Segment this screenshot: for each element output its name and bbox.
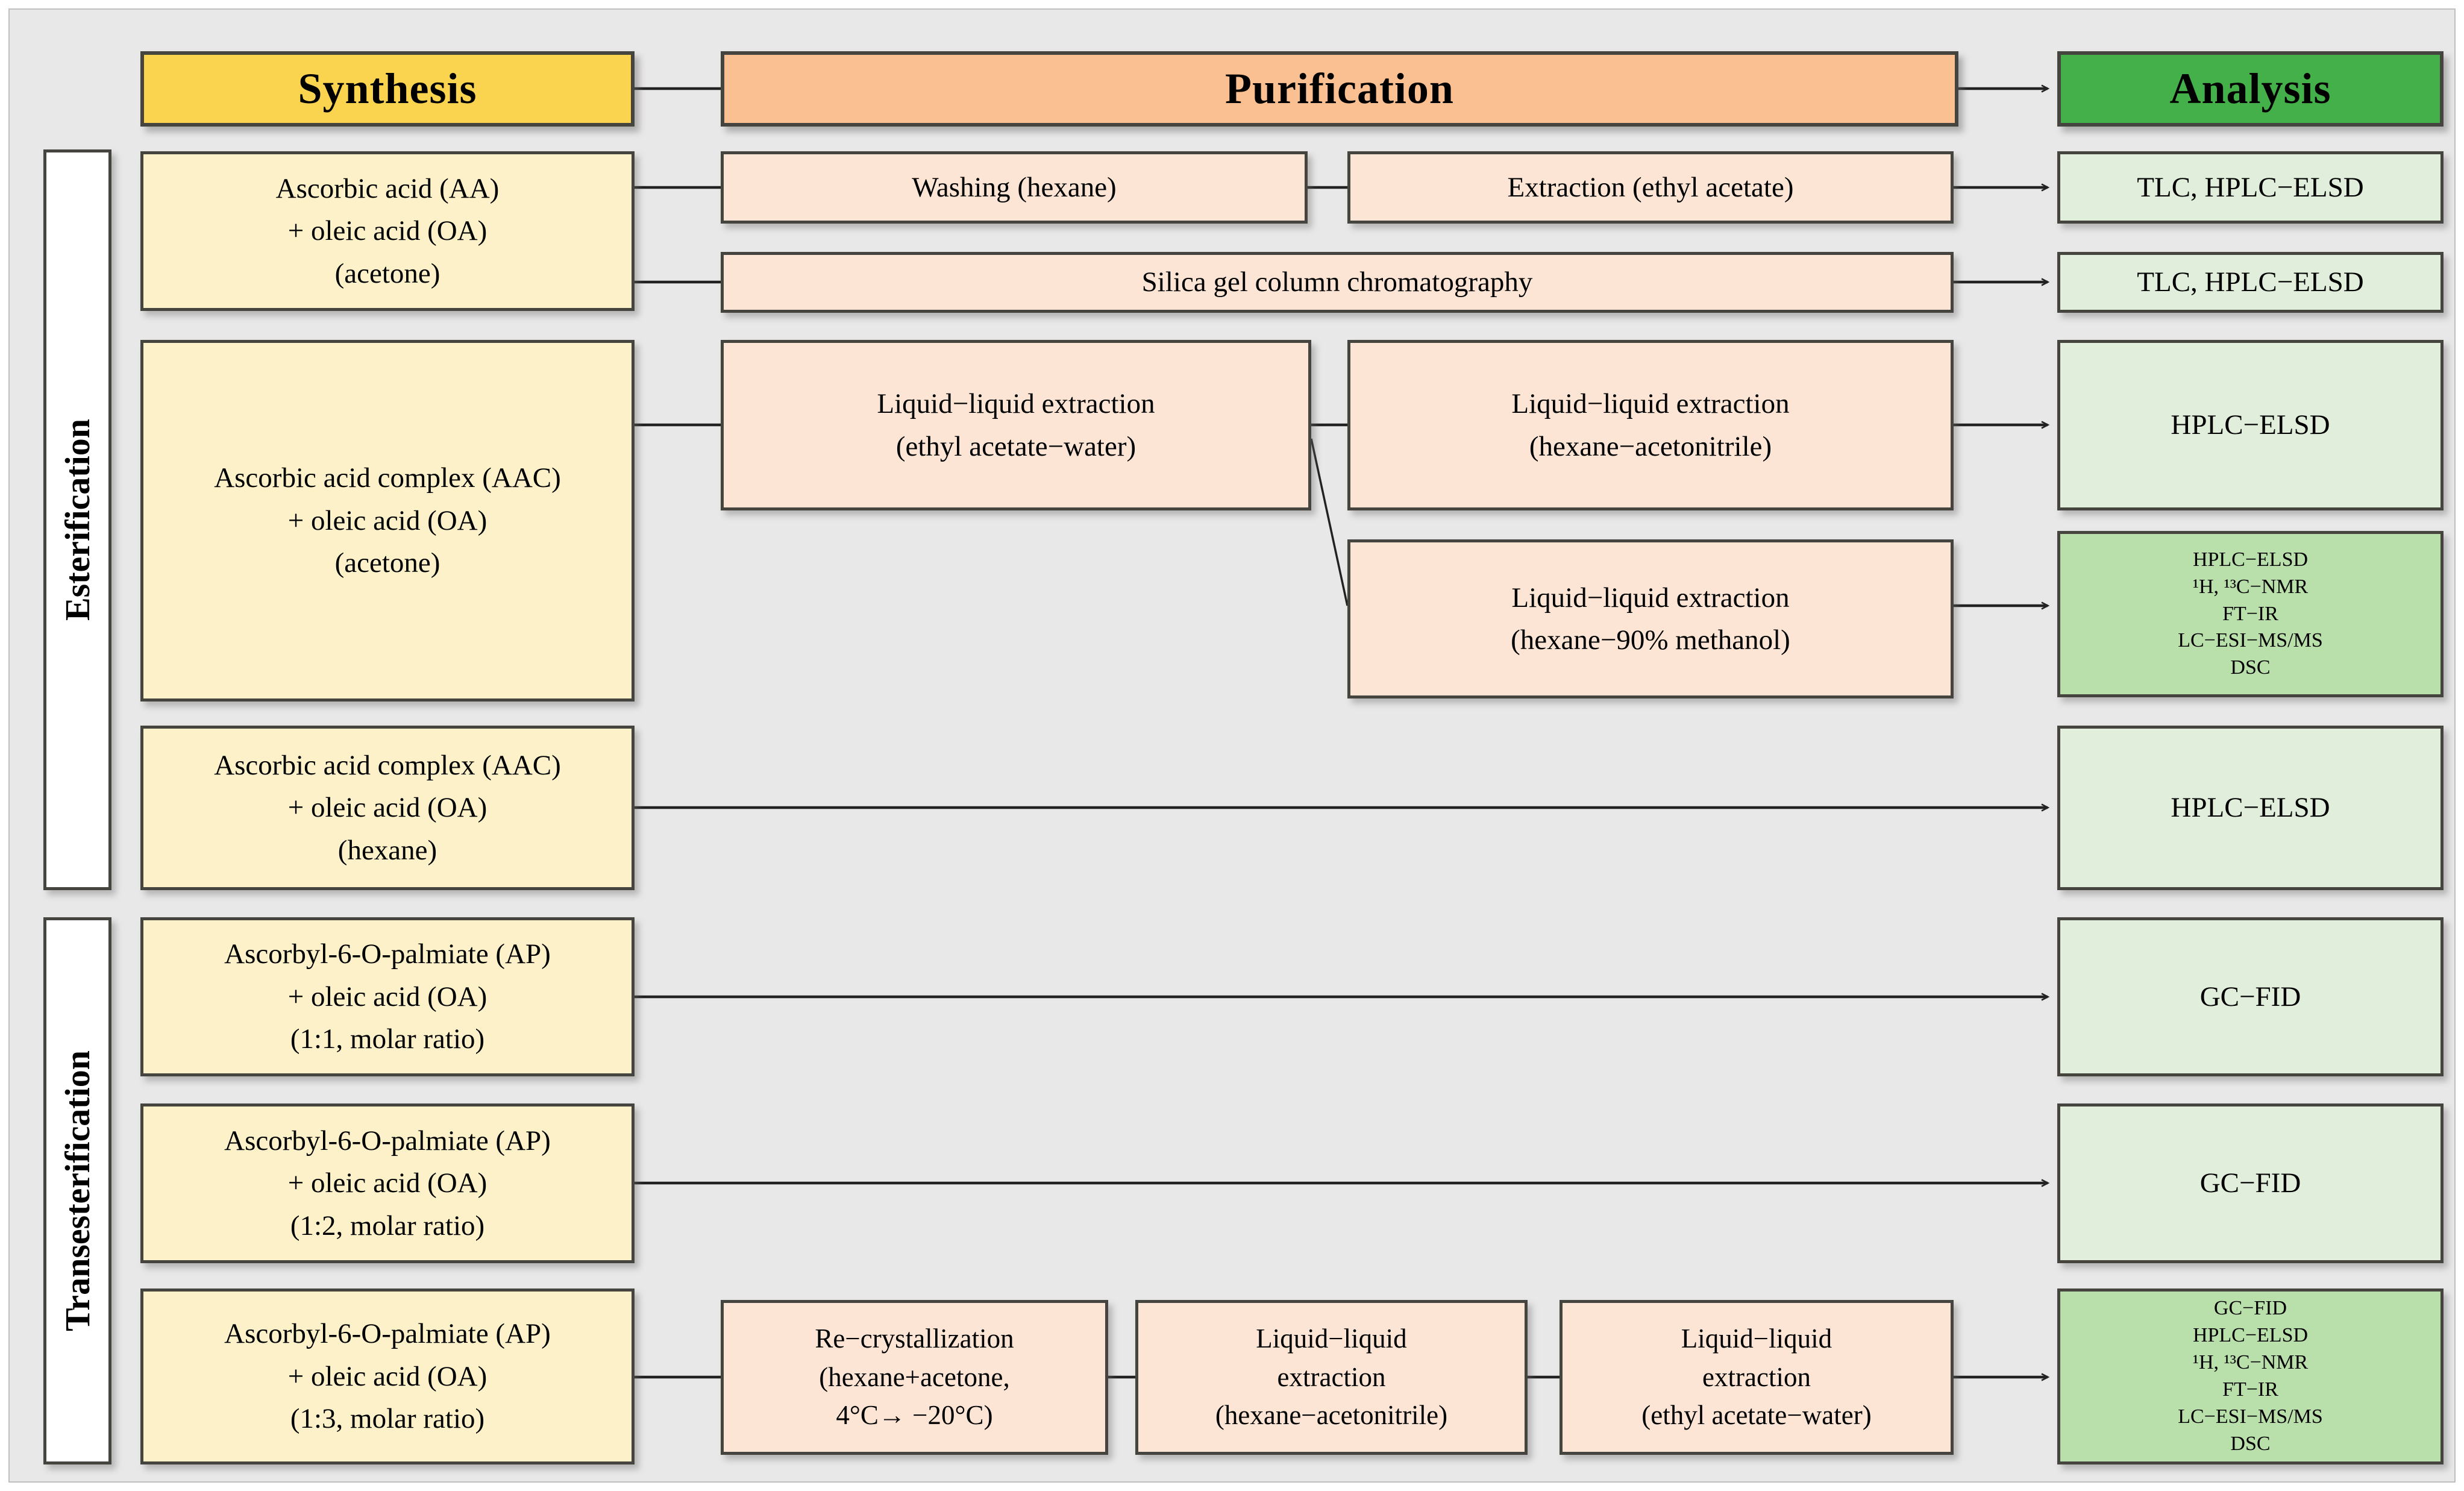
text-line: HPLC−ELSD [2192,548,2309,571]
purification-box-lle-hexane-90-methanol: Liquid−liquid extraction (hexane−90% met… [1347,539,1954,698]
purification-box-lle-hexane-acetonitrile-2: Liquid−liquid extraction (hexane−acetoni… [1135,1300,1528,1455]
purification-box-lle-hexane-acetonitrile: Liquid−liquid extraction (hexane−acetoni… [1347,340,1954,510]
transesterification-label-text: Transesterification [58,1050,97,1332]
purification-box-recrystallization: Re−crystallization (hexane+acetone, 4°C→… [721,1300,1108,1455]
text-line: (1:1, molar ratio) [290,1023,485,1055]
analysis-box-tlc-hplc-elsd-1: TLC, HPLC−ELSD [2057,151,2444,224]
text-line: Liquid−liquid extraction [877,388,1155,419]
text-line: + oleic acid (OA) [287,1360,487,1392]
text-line: Ascorbyl-6-O-palmiate (AP) [224,1318,551,1350]
analysis-column-header: Analysis [2057,51,2444,127]
text-line: Ascorbic acid complex (AAC) [214,749,561,781]
text-line: Ascorbic acid (AA) [275,172,500,204]
text-line: LC−ESI−MS/MS [2178,629,2323,652]
text-line: (hexane−acetonitrile) [1529,430,1772,462]
synthesis-box-ap-oa-1-1: Ascorbyl-6-O-palmiate (AP) + oleic acid … [140,917,635,1076]
text-line: (acetone) [334,257,440,289]
text-line: Liquid−liquid [1681,1323,1832,1354]
synthesis-box-aac-oa-hexane: Ascorbic acid complex (AAC) + oleic acid… [140,726,635,890]
text-line: Extraction (ethyl acetate) [1507,171,1794,203]
text-line: 4°C→ −20°C) [836,1400,993,1431]
synthesis-box-ap-oa-1-3: Ascorbyl-6-O-palmiate (AP) + oleic acid … [140,1289,635,1464]
text-line: (hexane+acetone, [819,1361,1010,1392]
text-line: Ascorbyl-6-O-palmiate (AP) [224,1125,551,1157]
text-line: Ascorbic acid complex (AAC) [214,462,561,494]
esterification-section-label: Esterification [43,149,111,890]
analysis-box-full-characterization-2: GC−FID HPLC−ELSD ¹H, ¹³C−NMR FT−IR LC−ES… [2057,1289,2444,1464]
text-line: Re−crystallization [815,1323,1014,1354]
synthesis-column-header: Synthesis [140,51,635,127]
text-line: + oleic acid (OA) [287,981,487,1012]
text-line: Liquid−liquid [1256,1323,1407,1354]
text-line: GC−FID [2213,1297,2287,1320]
text-line: + oleic acid (OA) [287,504,487,536]
text-line: (1:2, molar ratio) [290,1210,485,1241]
text-line: (acetone) [334,547,440,579]
text-line: TLC, HPLC−ELSD [2137,171,2364,203]
analysis-box-hplc-elsd-1: HPLC−ELSD [2057,340,2444,510]
text-line: Silica gel column chromatography [1141,266,1533,298]
text-line: GC−FID [2199,981,2301,1012]
text-line: DSC [2230,656,2271,679]
text-line: HPLC−ELSD [2171,792,2330,824]
text-line: (ethyl acetate−water) [895,430,1136,462]
text-line: extraction [1702,1361,1811,1392]
text-line: (1:3, molar ratio) [290,1403,485,1435]
synthesis-box-ap-oa-1-2: Ascorbyl-6-O-palmiate (AP) + oleic acid … [140,1103,635,1263]
text-line: Ascorbyl-6-O-palmiate (AP) [224,938,551,970]
text-line: (ethyl acetate−water) [1641,1400,1872,1431]
text-line: GC−FID [2199,1167,2301,1199]
synthesis-box-aac-oa-acetone: Ascorbic acid complex (AAC) + oleic acid… [140,340,635,702]
synthesis-box-aa-oa-acetone: Ascorbic acid (AA) + oleic acid (OA) (ac… [140,151,635,311]
esterification-label-text: Esterification [58,418,97,621]
analysis-box-full-characterization-1: HPLC−ELSD ¹H, ¹³C−NMR FT−IR LC−ESI−MS/MS… [2057,531,2444,697]
text-line: (hexane) [337,834,437,866]
transesterification-section-label: Transesterification [43,917,111,1464]
text-line: + oleic acid (OA) [287,792,487,824]
text-line: HPLC−ELSD [2171,409,2330,441]
text-line: (hexane−90% methanol) [1511,624,1790,656]
text-line: extraction [1277,1361,1386,1392]
purification-box-washing-hexane: Washing (hexane) [721,151,1308,224]
analysis-box-gc-fid-2: GC−FID [2057,1103,2444,1263]
text-line: Liquid−liquid extraction [1511,388,1790,419]
text-line: ¹H, ¹³C−NMR [2192,1351,2309,1374]
text-line: LC−ESI−MS/MS [2178,1405,2323,1428]
purification-box-extraction-ethyl-acetate: Extraction (ethyl acetate) [1347,151,1954,224]
analysis-box-hplc-elsd-2: HPLC−ELSD [2057,726,2444,890]
purification-box-lle-ethyl-acetate-water: Liquid−liquid extraction (ethyl acetate−… [721,340,1311,510]
purification-box-silica-gel-chromatography: Silica gel column chromatography [721,252,1954,313]
text-line: + oleic acid (OA) [287,215,487,247]
text-line: TLC, HPLC−ELSD [2137,266,2364,298]
text-line: FT−IR [2222,602,2278,625]
text-line: HPLC−ELSD [2192,1324,2309,1347]
text-line: Liquid−liquid extraction [1511,582,1790,614]
text-line: Washing (hexane) [912,171,1117,203]
analysis-box-tlc-hplc-elsd-2: TLC, HPLC−ELSD [2057,252,2444,313]
text-line: + oleic acid (OA) [287,1167,487,1199]
purification-box-lle-ethyl-acetate-water-2: Liquid−liquid extraction (ethyl acetate−… [1560,1300,1954,1455]
text-line: (hexane−acetonitrile) [1215,1400,1448,1431]
analysis-box-gc-fid-1: GC−FID [2057,917,2444,1076]
text-line: FT−IR [2222,1378,2278,1401]
purification-column-header: Purification [721,51,1958,127]
text-line: DSC [2230,1432,2271,1455]
text-line: ¹H, ¹³C−NMR [2192,575,2309,598]
